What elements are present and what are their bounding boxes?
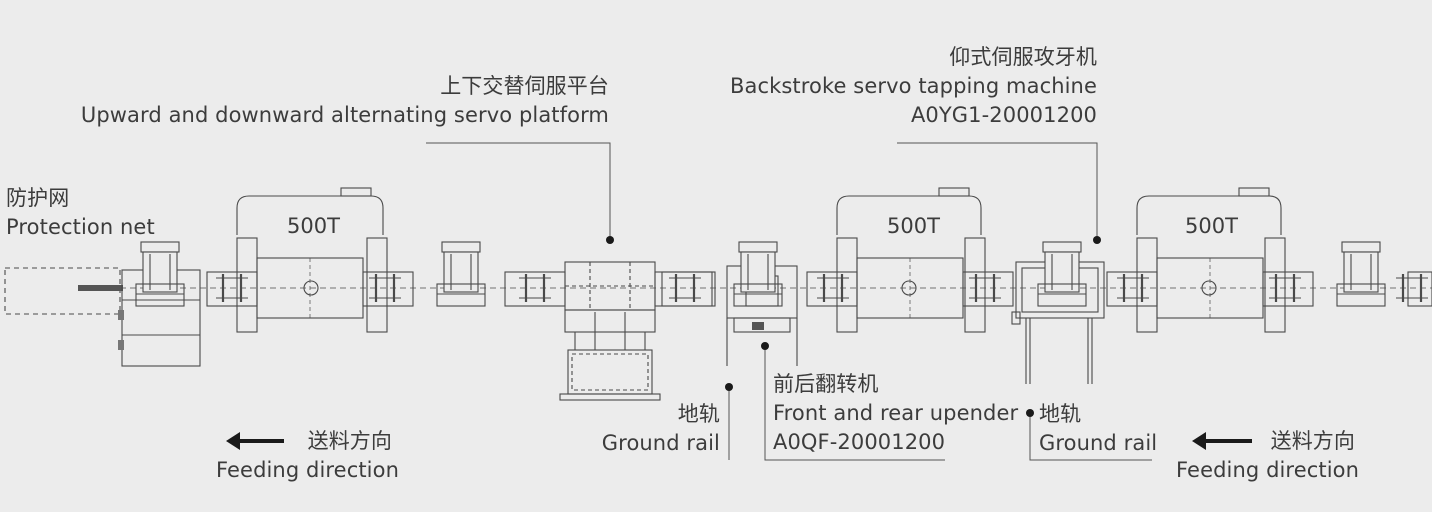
feeding-direction-left-label: 送料方向 Feeding direction xyxy=(216,427,399,485)
tapping-machine-model: A0YG1-20001200 xyxy=(910,103,1097,127)
feed-rod xyxy=(78,285,123,291)
ground-rail-2-en: Ground rail xyxy=(1039,431,1158,455)
transfer-robot-3 xyxy=(733,241,783,307)
upender xyxy=(661,265,798,366)
alternating-platform xyxy=(504,261,716,401)
ground-rail-1-en: Ground rail xyxy=(601,431,720,455)
transfer-robot-5 xyxy=(1336,241,1386,307)
leader-dots xyxy=(606,236,1101,417)
press-1 xyxy=(206,187,414,333)
transfer-robot-2 xyxy=(436,241,486,307)
feeding-direction-right-label: 送料方向 Feeding direction xyxy=(1176,427,1359,485)
crossbar-unit-1 xyxy=(216,274,248,302)
exit-conveyor xyxy=(1407,271,1432,307)
press-3 xyxy=(1106,187,1314,333)
feeding-right-en: Feeding direction xyxy=(1176,458,1359,482)
protection-net-en: Protection net xyxy=(6,215,155,239)
upender-zh: 前后翻转机 xyxy=(773,372,879,396)
alternating-platform-en: Upward and downward alternating servo pl… xyxy=(80,103,609,127)
crossbar-unit-7 xyxy=(1117,274,1149,302)
alternating-platform-label: 上下交替伺服平台 Upward and downward alternating… xyxy=(80,72,609,130)
feeding-direction-right-arrow-icon xyxy=(1192,432,1252,450)
protection-net-zh: 防护网 xyxy=(6,186,70,210)
press-2 xyxy=(806,187,1014,333)
upender-label: 前后翻转机 Front and rear upender A0QF-200012… xyxy=(773,370,1018,457)
crossbar-unit-6 xyxy=(969,274,1001,302)
tapping-machine-en: Backstroke servo tapping machine xyxy=(730,74,1097,98)
ground-rail-1-zh: 地轨 xyxy=(677,402,720,426)
leader-lines xyxy=(426,142,1152,461)
upender-model: A0QF-20001200 xyxy=(773,430,946,454)
crossbar-unit-3 xyxy=(519,274,551,302)
feeding-direction-left-arrow-icon xyxy=(226,432,284,450)
crossbar-unit-9 xyxy=(1396,274,1428,302)
transfer-robot-1 xyxy=(135,241,185,307)
crossbar-unit-2 xyxy=(369,274,401,302)
press-3-capacity: 500T xyxy=(1185,214,1238,238)
feeding-left-en: Feeding direction xyxy=(216,458,399,482)
protection-net-label: 防护网 Protection net xyxy=(6,184,155,242)
ground-rail-1-label: 地轨 Ground rail xyxy=(600,400,720,458)
tapping-machine-label: 仰式伺服攻牙机 Backstroke servo tapping machine… xyxy=(720,43,1097,130)
crossbar-unit-8 xyxy=(1269,274,1301,302)
ground-rail-2-label: 地轨 Ground rail xyxy=(1039,400,1157,458)
tapping-machine-zh: 仰式伺服攻牙机 xyxy=(949,45,1097,69)
alternating-platform-zh: 上下交替伺服平台 xyxy=(440,74,609,98)
upender-en: Front and rear upender xyxy=(773,401,1019,425)
crossbar-unit-4 xyxy=(669,274,701,302)
feeding-right-zh: 送料方向 xyxy=(1270,429,1355,453)
ground-rail-2-zh: 地轨 xyxy=(1039,402,1082,426)
press-1-capacity: 500T xyxy=(287,214,340,238)
crossbar-unit-5 xyxy=(817,274,849,302)
transfer-robot-4 xyxy=(1037,241,1087,307)
feeding-left-zh: 送料方向 xyxy=(307,429,392,453)
press-2-capacity: 500T xyxy=(887,214,940,238)
